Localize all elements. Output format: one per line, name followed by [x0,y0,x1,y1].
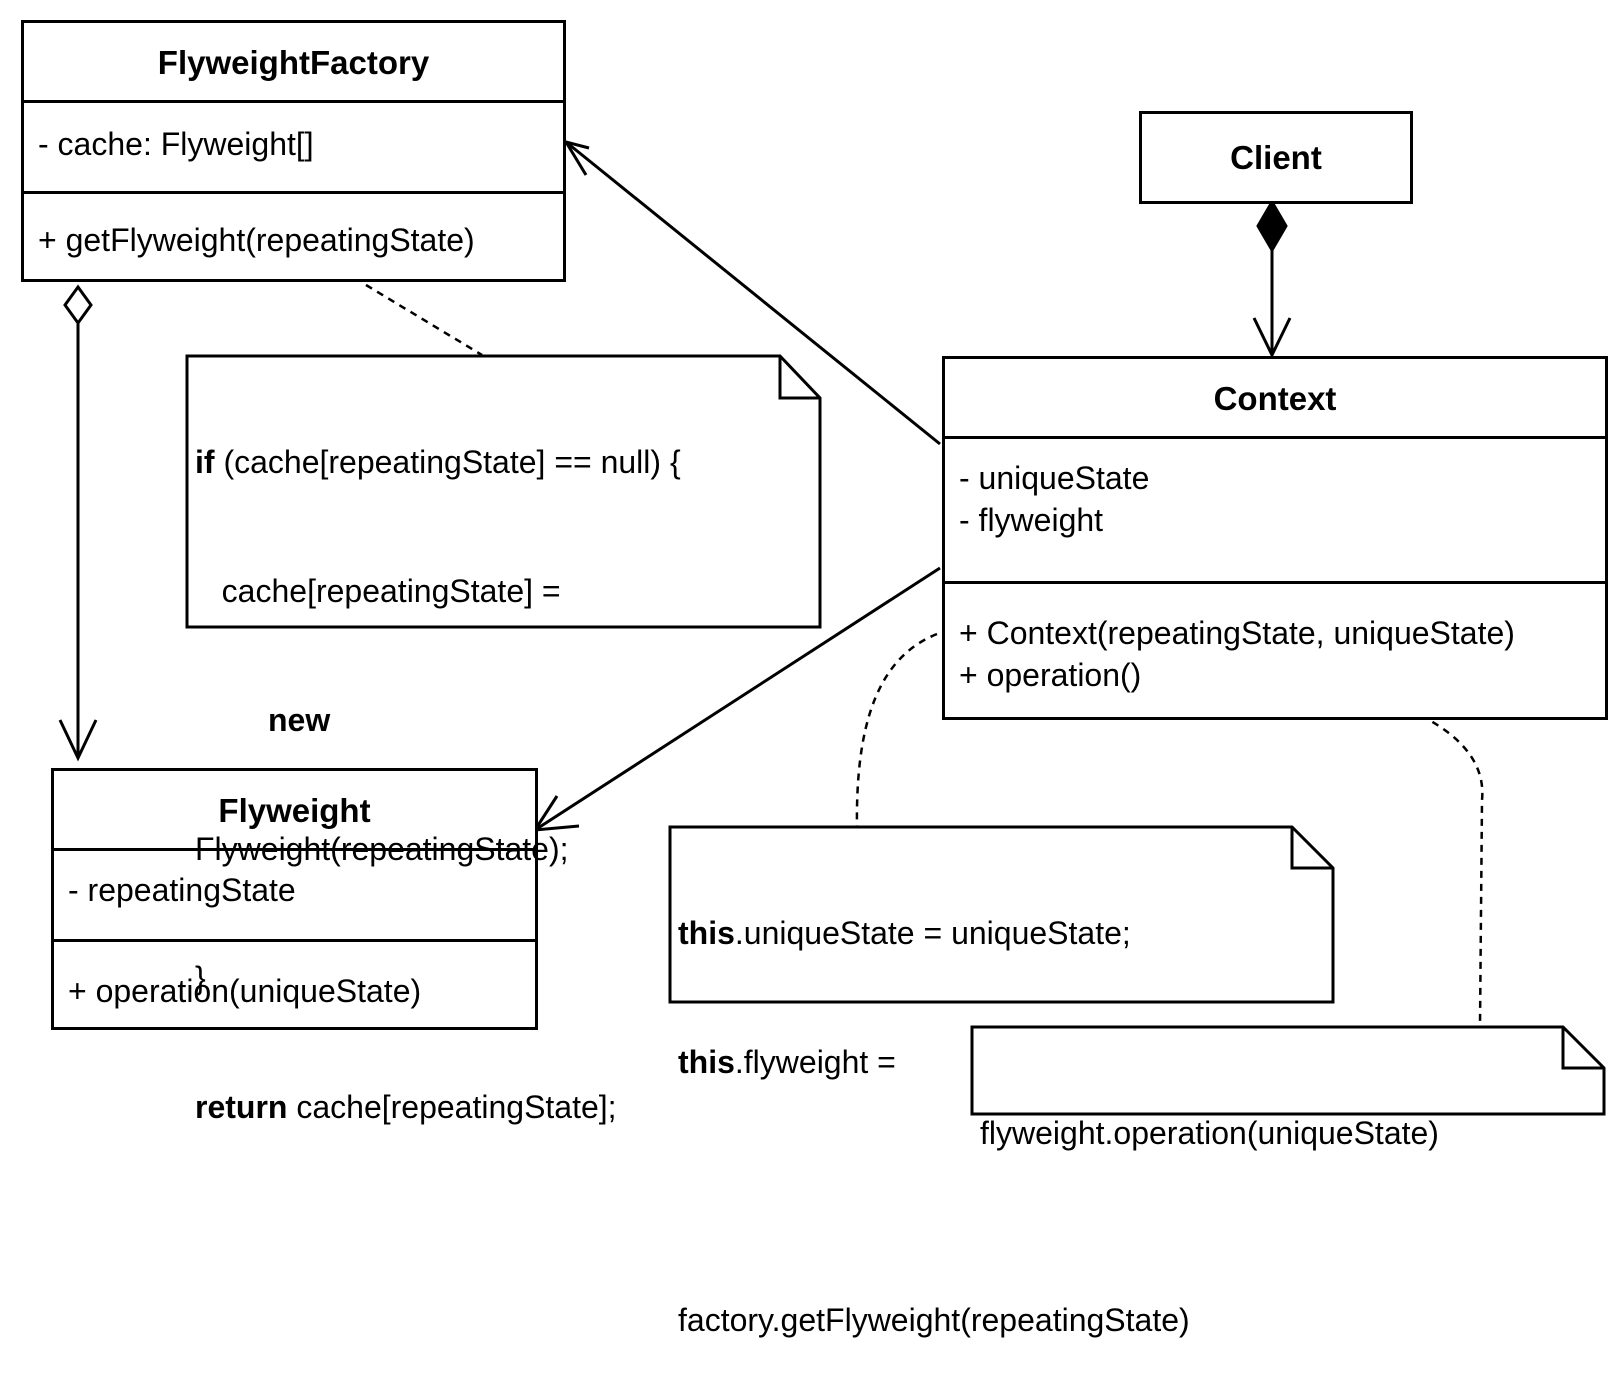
attribute-repeating-state: - repeatingState [68,872,296,908]
keyword-if: if [195,444,215,480]
attributes-section: - uniqueState - flyweight [945,439,1605,584]
attribute-unique-state: - uniqueState [959,460,1150,496]
class-name: Flyweight [54,771,535,851]
factory-note: if (cache[repeatingState] == null) { cac… [195,355,681,1172]
keyword-return: return [195,1089,288,1125]
note-line: this.flyweight = [678,1041,1190,1084]
constructor-note-shape [668,825,1335,1004]
keyword-new: new [268,702,331,738]
operation-note-shape [970,1025,1606,1116]
class-flyweight: Flyweight - repeatingState + operation(u… [51,768,538,1030]
class-context: Context - uniqueState - flyweight + Cont… [942,356,1608,720]
keyword-this: this [678,1044,735,1080]
class-name: Client [1230,139,1322,176]
association-context-factory [562,139,941,446]
class-flyweight-factory: FlyweightFactory - cache: Flyweight[] + … [21,20,566,282]
note-line: return cache[repeatingState]; [195,1086,681,1129]
note-text: .uniqueState = uniqueState; [734,915,1131,951]
aggregation-factory-flyweight [58,284,98,762]
note-line: Flyweight(repeatingState); [195,831,569,867]
method-get-flyweight: + getFlyweight(repeatingState) [38,222,475,258]
factory-note-shape [185,354,822,629]
class-name: FlyweightFactory [24,23,563,103]
diagram-connectors [58,139,1606,1116]
attributes-section: - repeatingState [54,851,535,942]
note-line: new [195,699,681,742]
constructor-note-link [855,625,963,829]
method-operation: + operation() [959,657,1142,693]
methods-section: + getFlyweight(repeatingState) [24,194,563,261]
operation-note: flyweight.operation(uniqueState) [980,1026,1439,1198]
method-operation: + operation(uniqueState) [68,973,422,1009]
class-client: Client [1139,111,1413,204]
note-text: cache[repeatingState]; [287,1089,617,1125]
note-line: factory.getFlyweight(repeatingState) [678,1302,1190,1338]
note-line: } [195,960,206,996]
composition-client-context [1252,199,1292,359]
note-line: cache[repeatingState] = [195,573,561,609]
attribute-flyweight: - flyweight [959,502,1104,538]
class-name: Context [945,359,1605,439]
note-line: this.uniqueState = uniqueState; [678,912,1190,955]
note-line: if (cache[repeatingState] == null) { [195,441,681,484]
note-text: .flyweight = [734,1044,896,1080]
method-constructor: + Context(repeatingState, uniqueState) [959,615,1515,651]
factory-note-link [365,283,483,357]
attributes-section: - cache: Flyweight[] [24,103,563,194]
attribute-cache: - cache: Flyweight[] [38,126,314,162]
keyword-this: this [678,915,735,951]
note-text: (cache[repeatingState] == null) { [214,444,681,480]
methods-section: + operation(uniqueState) [54,942,535,1012]
methods-section: + Context(repeatingState, uniqueState) +… [945,584,1605,696]
note-line: flyweight.operation(uniqueState) [980,1115,1439,1151]
